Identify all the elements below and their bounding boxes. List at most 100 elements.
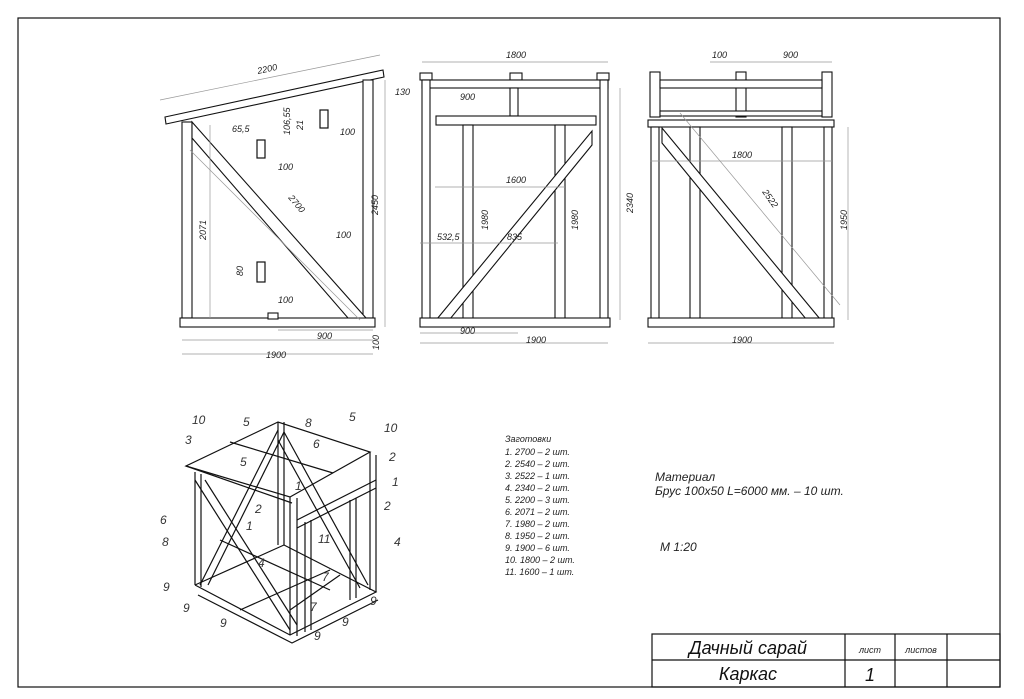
- drawing-line: [185, 465, 293, 504]
- sheet-label: лист: [858, 645, 882, 655]
- drawing-line: [194, 479, 291, 631]
- top-rail: [659, 79, 823, 89]
- drawing-line: [509, 87, 519, 117]
- drawing-line: [650, 126, 660, 320]
- drawing-line: [277, 439, 361, 589]
- drawing-line: [679, 112, 841, 306]
- dimension-label: 7: [322, 570, 330, 584]
- blank-item: 4. 2340 – 2 шт.: [505, 483, 570, 493]
- drawing-line: [296, 479, 377, 521]
- dimension-label: 900: [460, 326, 475, 336]
- dimension-label: 100: [278, 295, 293, 305]
- front-view: 1800 900 1600 1980 1980 532,5 835 2340 9…: [419, 50, 635, 345]
- drawing-line: [197, 594, 379, 644]
- drawing-line: [283, 431, 369, 586]
- dimension-label: 100: [712, 50, 727, 60]
- drawing-line: [189, 149, 361, 321]
- drawing-line: [159, 54, 381, 101]
- dimension-label: 6: [313, 437, 320, 451]
- top-rail: [421, 79, 609, 89]
- dimension-label: 7: [310, 600, 318, 614]
- dimension-label: 2: [383, 499, 391, 513]
- dimension-label: 1: [246, 519, 253, 533]
- blanks-list: Заготовки 1. 2700 – 2 шт. 2. 2540 – 2 шт…: [504, 434, 575, 577]
- dimension-label: 5: [349, 410, 356, 424]
- dimension-label: 9: [342, 615, 349, 629]
- dim-diagonal: 2700: [286, 192, 307, 215]
- drawing-line: [659, 110, 823, 117]
- drawing-line: [821, 71, 833, 118]
- bottom-beam: [419, 317, 611, 328]
- blank-item: 9. 1900 – 6 шт.: [505, 543, 570, 553]
- dimension-label: 100: [340, 127, 355, 137]
- bottom-beam: [647, 317, 835, 328]
- drawing-line: [256, 139, 266, 159]
- dim-base-h: 100: [371, 335, 381, 350]
- dimension-label: 100: [278, 162, 293, 172]
- drawing-line: [296, 487, 377, 529]
- blank-item: 7. 1980 – 2 шт.: [505, 519, 570, 529]
- door-header: [435, 115, 597, 126]
- dimension-label: 1: [392, 475, 399, 489]
- blanks-title: Заготовки: [505, 434, 551, 444]
- dim-roof: 2200: [255, 62, 278, 76]
- roof-beam: [164, 69, 385, 125]
- door-post-right: [554, 124, 566, 320]
- dimension-label: 11: [318, 532, 330, 546]
- diagonal-brace: [435, 129, 593, 320]
- drawing-line: [267, 312, 279, 320]
- back-view: 100 900 1800 2522 1950 1900: [647, 50, 849, 345]
- blank-item: 5. 2200 – 3 шт.: [505, 495, 570, 505]
- drawing-line: [229, 441, 334, 474]
- left-post: [181, 121, 193, 319]
- side-view: 2200 2450 2071 2700 130 1900 900 100 65,…: [159, 54, 410, 360]
- dim-offset: 900: [317, 331, 332, 341]
- dimension-label: 1980: [570, 210, 580, 230]
- dim-left-post: 2071: [198, 220, 208, 241]
- dimension-label: 2340: [625, 193, 635, 214]
- dimension-label: 2522: [760, 187, 780, 210]
- drawing-line: [419, 72, 433, 81]
- dimension-label: 8: [162, 535, 169, 549]
- mid-rail: [647, 119, 835, 128]
- drawing-line: [239, 569, 331, 611]
- dimension-label: 100: [336, 230, 351, 240]
- blank-item: 6. 2071 – 2 шт.: [505, 507, 570, 517]
- dimension-label: 9: [314, 629, 321, 643]
- left-post: [421, 79, 431, 321]
- dimension-label: 900: [783, 50, 798, 60]
- dimension-label: 9: [163, 580, 170, 594]
- dim-base: 1900: [266, 350, 286, 360]
- drawing-group: [184, 421, 379, 644]
- dimension-label: 65,5: [232, 124, 251, 134]
- blank-item: 10. 1800 – 2 шт.: [505, 555, 575, 565]
- blank-item: 11. 1600 – 1 шт.: [505, 567, 574, 577]
- blank-item: 1. 2700 – 2 шт.: [505, 447, 570, 457]
- dimension-label: 900: [460, 92, 475, 102]
- dimension-label: 1950: [839, 210, 849, 230]
- dimension-label: 1800: [506, 50, 526, 60]
- diagonal-brace: [191, 120, 368, 319]
- dimension-label: 1800: [732, 150, 752, 160]
- dimension-label: 9: [183, 601, 190, 615]
- dimension-label: 21: [295, 120, 305, 131]
- material-text: Брус 100х50 L=6000 мм. – 10 шт.: [655, 484, 844, 498]
- drawing-line: [735, 71, 747, 118]
- dim-height: 2450: [370, 195, 380, 216]
- dimension-label: 1980: [480, 210, 490, 230]
- dimension-label: 6: [160, 513, 167, 527]
- dimension-label: 3: [185, 433, 192, 447]
- blank-item: 8. 1950 – 2 шт.: [505, 531, 570, 541]
- dimension-label: 106,55: [282, 106, 292, 135]
- material-title: Материал: [655, 470, 715, 484]
- dimension-label: 4: [394, 535, 401, 549]
- drawing-line: [596, 72, 610, 81]
- drawing-line: [204, 479, 298, 626]
- drawing-line: [207, 431, 285, 586]
- dimension-label: 4: [258, 556, 265, 570]
- dimension-label: 2: [254, 502, 262, 516]
- dimension-label: 9: [220, 616, 227, 630]
- drawing-line: [199, 429, 279, 586]
- dimension-label: 1600: [506, 175, 526, 185]
